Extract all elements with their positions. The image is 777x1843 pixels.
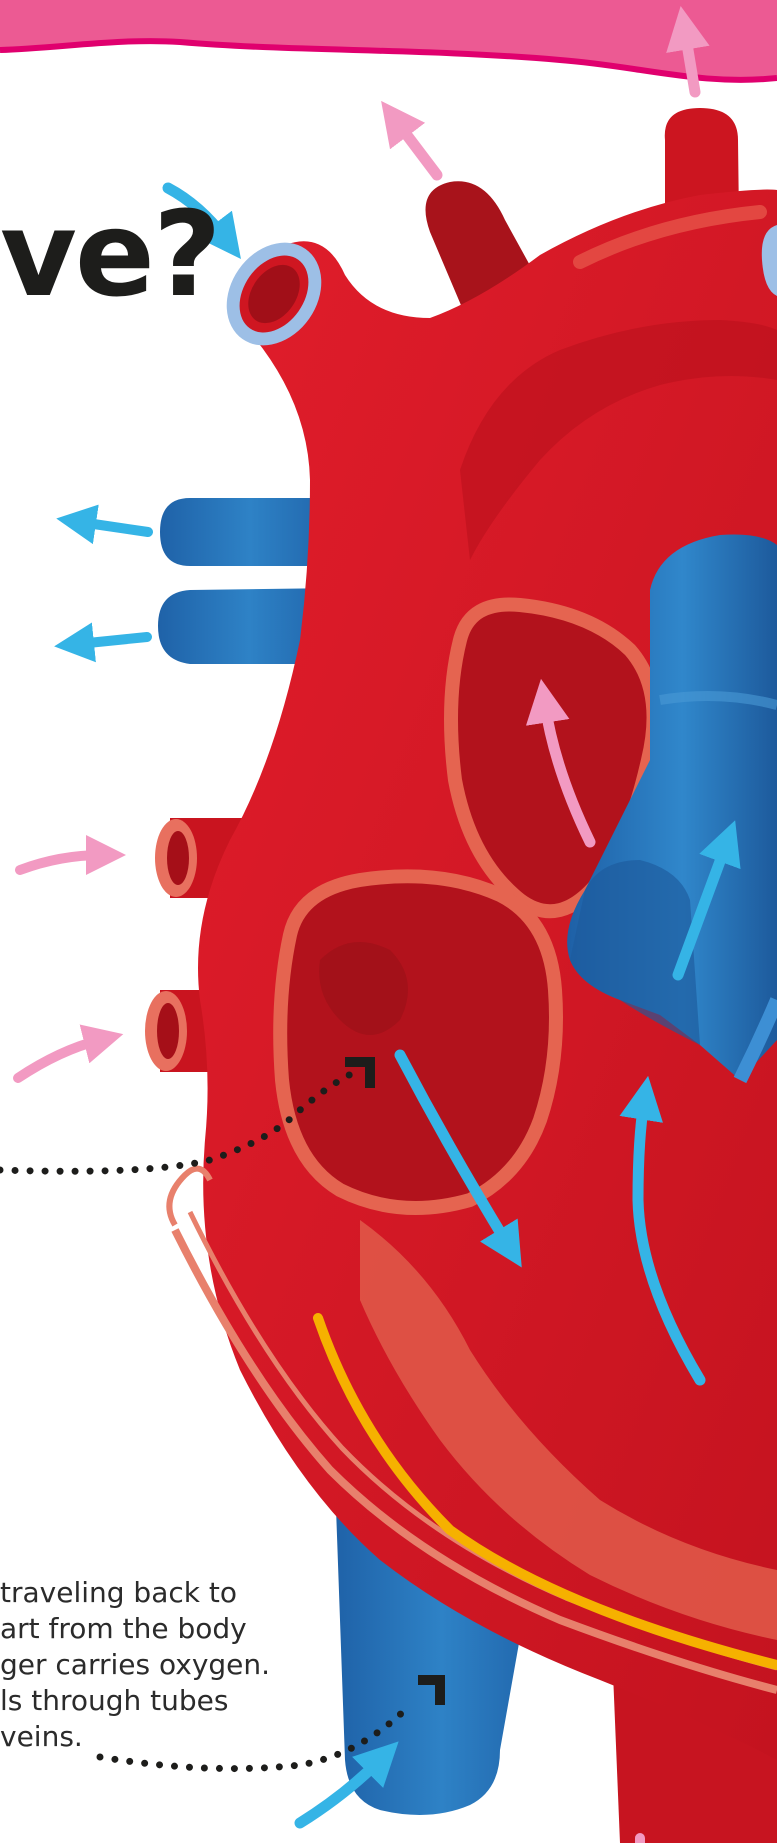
caption-line: art from the body	[0, 1611, 300, 1647]
pink-arrow-icon	[20, 855, 102, 870]
caption-line: veins.	[0, 1719, 300, 1755]
blue-arrow-icon	[78, 637, 147, 644]
blue-arrow-icon	[80, 522, 148, 532]
caption-line: ls through tubes	[0, 1683, 300, 1719]
caption-line: traveling back to	[0, 1575, 300, 1611]
right-atrium	[280, 876, 556, 1208]
caption-text: traveling back to art from the body ger …	[0, 1575, 300, 1755]
pink-arrow-icon	[397, 122, 437, 175]
pink-arrow-icon	[18, 1040, 100, 1078]
page-title: ve?	[0, 195, 219, 313]
caption-line: ger carries oxygen.	[0, 1647, 300, 1683]
